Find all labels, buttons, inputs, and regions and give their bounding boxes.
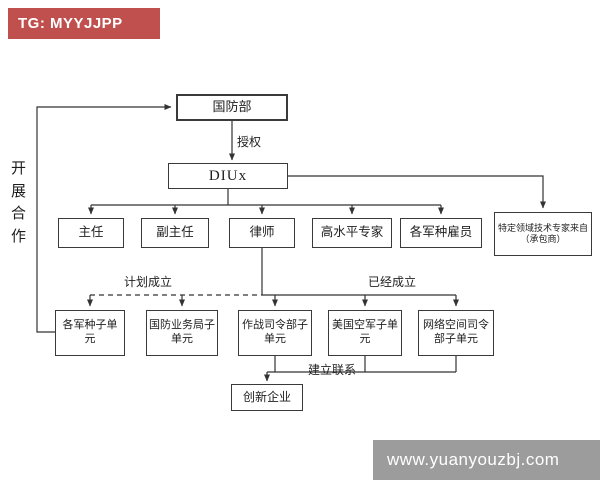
node-innovative-enterprises: 创新企业 bbox=[231, 384, 303, 411]
node-service-employees: 各军种雇员 bbox=[400, 218, 482, 248]
top-watermark-text: TG: MYYJJPP bbox=[18, 15, 123, 32]
node-high-level-experts: 高水平专家 bbox=[312, 218, 392, 248]
node-defense-business-board-subunit: 国防业务局子单元 bbox=[146, 310, 218, 356]
node-us-air-force-subunit: 美国空军子单元 bbox=[328, 310, 402, 356]
top-watermark-banner: TG: MYYJJPP bbox=[8, 8, 160, 39]
node-deputy-director: 副主任 bbox=[141, 218, 209, 248]
edge-label-established: 已经成立 bbox=[368, 275, 417, 289]
bottom-watermark-url: www.yuanyouzbj.com bbox=[387, 450, 560, 469]
node-service-subunit: 各军种子单元 bbox=[55, 310, 125, 356]
bottom-watermark-banner: www.yuanyouzbj.com bbox=[373, 440, 600, 480]
node-domain-experts-contractor: 特定领域技术专家来自（承包商） bbox=[494, 212, 592, 256]
edge-label-establish-contact: 建立联系 bbox=[308, 363, 357, 377]
edge-label-authorize: 授权 bbox=[237, 135, 262, 149]
node-director: 主任 bbox=[58, 218, 124, 248]
node-cyber-command-subunit: 网络空间司令部子单元 bbox=[418, 310, 494, 356]
node-diux: DIUx bbox=[168, 163, 288, 189]
node-lawyer: 律师 bbox=[229, 218, 295, 248]
edge-label-planned: 计划成立 bbox=[124, 275, 173, 289]
edge-diux-to-contractor bbox=[288, 175, 546, 209]
node-ministry-of-defense: 国防部 bbox=[176, 94, 288, 121]
node-combatant-command-subunit: 作战司令部子单元 bbox=[238, 310, 312, 356]
side-label-cooperation: 开展合作 bbox=[10, 161, 26, 245]
